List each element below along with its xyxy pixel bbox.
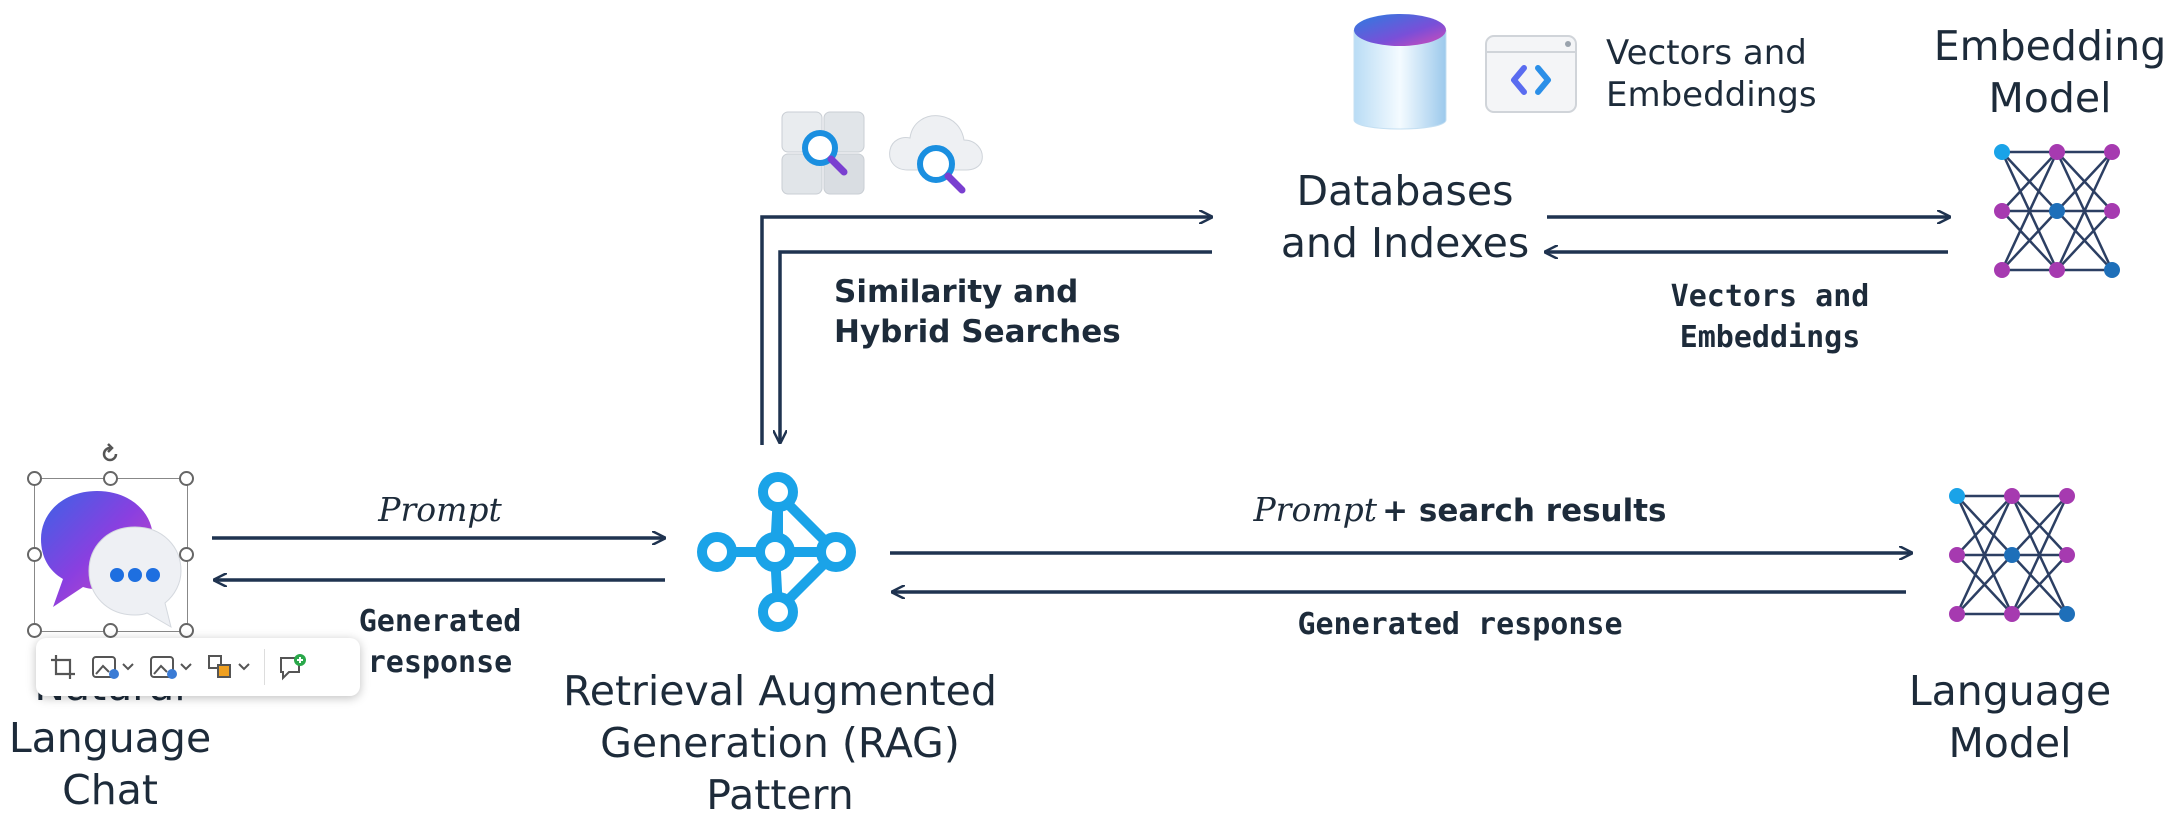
embedding-model-line: Model [1988, 74, 2112, 122]
generated-response-line: Generated [358, 604, 522, 639]
add-comment-icon [280, 654, 306, 681]
rag-network-icon [697, 472, 856, 632]
embedding-model-line: Embedding [1933, 22, 2167, 70]
prompt-text: Prompt [1253, 490, 1377, 529]
db-label: Databases and Indexes [1250, 165, 1560, 269]
crop-icon [51, 655, 75, 679]
image-edit-button[interactable] [90, 645, 136, 689]
chat-label-line: Chat [62, 766, 158, 814]
chat-selection[interactable] [34, 478, 188, 632]
vectors-embeddings-line: Vectors and [1670, 279, 1870, 314]
search-results-text: + search results [1382, 493, 1667, 529]
rag-label: Retrieval Augmented Generation (RAG) Pat… [520, 665, 1040, 821]
similarity-label: Similarity and Hybrid Searches [834, 272, 1134, 352]
resize-handle[interactable] [179, 547, 194, 562]
generated-response-label: Generated response [340, 601, 540, 683]
embedding-model-label: Embedding Model [1920, 20, 2180, 124]
cloud-search-icon [889, 115, 983, 194]
arrange-button[interactable] [206, 645, 252, 689]
arrow-rag-to-db [760, 217, 1212, 445]
neural-network-icon [1994, 144, 2120, 278]
prompt-search-results-label: Prompt + search results [1200, 490, 1720, 531]
resize-handle[interactable] [27, 623, 42, 638]
chat-label-line: Language [8, 714, 212, 762]
resize-handle[interactable] [27, 547, 42, 562]
image-toolbar [36, 638, 360, 696]
language-model-line: Language [1908, 667, 2112, 715]
similarity-line: Similarity and [834, 274, 1079, 310]
crop-button[interactable] [48, 645, 78, 689]
vectors-embeddings-line: Embeddings [1679, 320, 1861, 355]
neural-network-icon [1949, 488, 2075, 622]
similarity-line: Hybrid Searches [834, 314, 1121, 350]
arrange-icon [208, 655, 250, 678]
generated-response-right-label: Generated response [1297, 607, 1623, 642]
prompt-label: Prompt [378, 490, 502, 529]
rag-label-line: Pattern [706, 771, 854, 819]
resize-handle[interactable] [179, 623, 194, 638]
resize-handle[interactable] [179, 471, 194, 486]
rag-label-line: Generation (RAG) [600, 719, 960, 767]
image-replace-icon [150, 656, 192, 679]
generated-response-line: response [367, 645, 513, 680]
image-edit-icon [92, 656, 134, 679]
search-tiles-icon [781, 111, 865, 195]
vectors-embeddings-label: Vectors and Embeddings [1620, 276, 1920, 358]
image-replace-button[interactable] [148, 645, 194, 689]
vector-card-line: Embeddings [1606, 75, 1817, 115]
resize-handle[interactable] [103, 623, 118, 638]
resize-handle[interactable] [27, 471, 42, 486]
code-window-icon [1485, 35, 1577, 113]
resize-handle[interactable] [103, 471, 118, 486]
vector-card-line: Vectors and [1606, 33, 1807, 73]
rag-label-line: Retrieval Augmented [563, 667, 997, 715]
add-comment-button[interactable] [277, 645, 309, 689]
language-model-line: Model [1948, 719, 2072, 767]
db-label-line: Databases [1296, 167, 1514, 215]
db-label-line: and Indexes [1280, 219, 1530, 267]
arrow-db-to-rag [780, 250, 1212, 443]
vector-card-label: Vectors and Embeddings [1606, 32, 1866, 116]
database-icon [1353, 14, 1447, 130]
toolbar-divider [264, 649, 265, 685]
rotate-handle-icon[interactable] [98, 442, 122, 466]
language-model-label: Language Model [1880, 665, 2140, 769]
chat-bubbles-icon [41, 491, 182, 629]
